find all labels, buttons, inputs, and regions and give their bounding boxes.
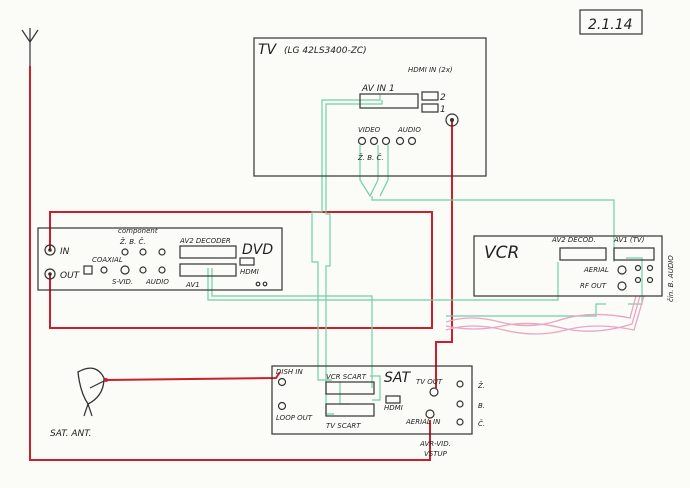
sat-vcr-scart (325, 381, 375, 395)
tv-antenna-port-pin (450, 118, 454, 122)
tv-antenna-port (445, 113, 459, 127)
tv-title: TV (258, 42, 278, 58)
tv-hdmi1-label: 1 (440, 105, 446, 115)
dvd-in-label: IN (60, 247, 70, 257)
dvd-component-label: component (118, 227, 158, 235)
sat-dish-in-port (277, 377, 287, 387)
vcr-av2-scart (559, 247, 607, 261)
antenna-cable (29, 66, 431, 461)
tv-scart-port (359, 93, 419, 109)
vcr-av1-label: AV1 (TV) (613, 236, 645, 244)
tv-hdmi1-port (421, 103, 439, 113)
dvd-unit: IN OUT component Ž. B. Č. COAXIAL S-VID.… (37, 227, 283, 291)
tv-av-in-label: AV IN 1 (361, 84, 395, 94)
dvd-in-port (44, 244, 56, 256)
sat-unit: DISH IN LOOP OUT VCR SCART TV SCART SAT … (271, 365, 485, 458)
dvd-loop-cable (49, 211, 433, 329)
dvd-svid-label: S-VID. (112, 278, 133, 286)
sat-aerial-in-port (425, 409, 435, 419)
sat-rca-c: Č. (478, 419, 485, 428)
tv-box (253, 37, 487, 177)
vcr-title: VCR (484, 243, 519, 263)
sat-hdmi-port (385, 395, 401, 404)
sat-tv-scart-label: TV SCART (326, 422, 361, 430)
dvd-svideo-port (120, 265, 130, 275)
tv-hdmi2-label: 2 (440, 93, 446, 103)
dvd-out-label: OUT (60, 271, 81, 281)
sat-box (271, 365, 473, 435)
antenna-icon (21, 28, 39, 68)
sat-rca-b: B. (478, 402, 485, 410)
tv-audio-label: AUDIO (397, 126, 421, 134)
dvd-out-port (44, 268, 56, 280)
dvd-title: DVD (242, 242, 273, 258)
audio-cables (445, 295, 645, 335)
date-text: 2.1.14 (588, 17, 633, 33)
sat-aerial-in-label: AERIAL IN (405, 418, 441, 426)
sat-tv-out-port (429, 387, 439, 397)
dvd-av1-label: AV1 (185, 281, 200, 289)
tv-hdmi-in-label: HDMI IN (2x) (408, 66, 453, 74)
sat-antenna-label: SAT. ANT. (50, 429, 92, 439)
tv-antenna-cable (435, 120, 453, 388)
sat-title: SAT (384, 370, 411, 386)
dvd-component-rca-labels: Ž. B. Č. (119, 237, 146, 246)
sat-loop-out-port (277, 401, 287, 411)
dvd-box (37, 227, 283, 291)
vcr-av2-label: AV2 DECOD. (551, 236, 596, 244)
satellite-dish-icon (77, 367, 108, 417)
vcr-aerial-label: AERIAL (583, 266, 609, 274)
tv-hdmi2-port (421, 91, 439, 101)
dvd-audio-label: AUDIO (145, 278, 169, 286)
sat-dish-in-label: DISH IN (276, 368, 303, 376)
vcr-aerial-port (617, 265, 627, 275)
sat-avr-vid-label: AVR-VID. (419, 440, 451, 448)
dish-cable (105, 371, 281, 381)
sat-hdmi-label: HDMI (384, 404, 403, 412)
dvd-hdmi-label: HDMI (240, 268, 259, 276)
vcr-box (473, 235, 663, 297)
tv-model: (LG 42LS3400-ZC) (284, 46, 367, 56)
dvd-av2-label: AV2 DECODER (179, 237, 231, 245)
date-frame (579, 9, 643, 35)
sat-loop-out-label: LOOP OUT (276, 414, 313, 422)
vcr-rf-out-label: RF OUT (580, 282, 607, 290)
sat-tv-scart (325, 403, 375, 417)
vcr-unit: VCR AV2 DECOD. AV1 (TV) AERIAL RF OUT či… (473, 235, 675, 302)
vcr-av1-scart (613, 247, 655, 261)
vcr-side-label: čin. B. AUDIO (667, 255, 675, 302)
sat-vcr-scart-label: VCR SCART (326, 373, 367, 381)
dvd-coaxial-label: COAXIAL (92, 256, 123, 264)
dvd-component-ports (121, 248, 166, 256)
dvd-av2-scart (179, 245, 237, 259)
tv-unit: TV (LG 42LS3400-ZC) HDMI IN (2x) AV IN 1… (253, 37, 487, 177)
dvd-av1-scart (179, 263, 237, 277)
dvd-optical-port (83, 265, 93, 275)
av-cables (207, 94, 643, 415)
rf-cables (29, 66, 453, 461)
tv-video-label: VIDEO (358, 126, 381, 134)
vcr-rf-out-port (617, 281, 627, 291)
sat-rca-z: Ž. (477, 381, 485, 390)
dvd-hdmi-port (239, 257, 255, 266)
tv-rca-row (357, 136, 417, 146)
dvd-coaxial-port (100, 266, 108, 274)
tv-rca-labels: Ž. B. Č. (357, 153, 384, 162)
sat-vstup-label: VSTUP (424, 450, 448, 458)
sat-tv-out-label: TV OUT (416, 378, 443, 386)
